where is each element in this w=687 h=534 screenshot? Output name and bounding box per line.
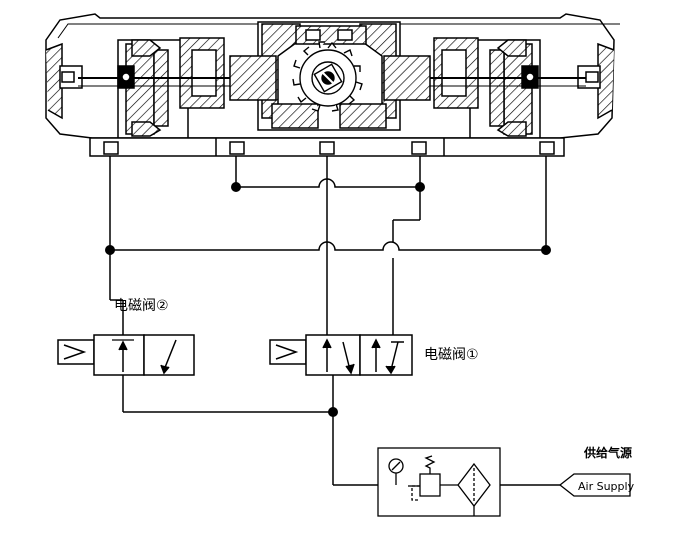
regulator-icon xyxy=(419,473,441,497)
port-b xyxy=(229,141,245,155)
solenoid-coil-icon xyxy=(57,339,95,365)
filter-regulator-unit xyxy=(377,447,501,517)
air-supply-source xyxy=(558,473,631,497)
solenoid-valve-2 xyxy=(57,334,195,376)
port-c xyxy=(319,141,335,155)
port-a xyxy=(103,141,119,155)
solenoid-valve-1 xyxy=(269,334,413,376)
pneumatic-lines xyxy=(109,156,560,486)
valve-2-label: 电磁阀② xyxy=(114,298,169,314)
actuator-body xyxy=(45,13,620,139)
air-supply-en-label: Air Supply xyxy=(578,480,635,493)
port-d xyxy=(411,141,427,155)
valve-1-label: 电磁阀① xyxy=(424,347,479,363)
air-supply-cn-label: 供给气源 xyxy=(583,445,632,460)
junction-dots xyxy=(105,182,551,417)
pinion-gear-icon xyxy=(292,41,363,112)
port-e xyxy=(539,141,555,155)
actuator-ports xyxy=(89,137,565,157)
solenoid-coil-icon xyxy=(269,339,307,365)
